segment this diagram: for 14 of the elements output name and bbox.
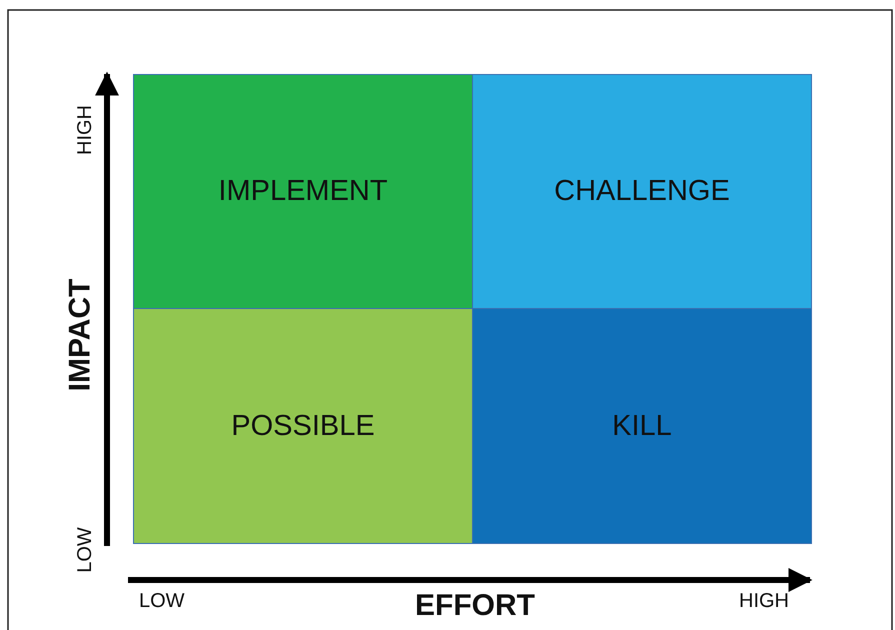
quadrant-box xyxy=(133,308,473,544)
quadrant-box xyxy=(472,308,812,544)
axis-title: EFFORT xyxy=(415,591,535,621)
axis-tick-label: LOW xyxy=(139,591,185,611)
axis-tick-label: HIGH xyxy=(75,105,95,155)
quadrant-label: POSSIBLE xyxy=(231,410,375,442)
axis-tick-label: LOW xyxy=(74,527,95,573)
quadrant-box xyxy=(133,74,473,309)
quadrant-label: KILL xyxy=(612,410,672,442)
quadrant-label: CHALLENGE xyxy=(554,175,730,208)
quadrant-box xyxy=(472,74,812,309)
axis-tick-label: HIGH xyxy=(739,591,789,611)
quadrant-label: IMPLEMENT xyxy=(218,175,388,208)
axis-title: IMPACT xyxy=(64,278,95,392)
